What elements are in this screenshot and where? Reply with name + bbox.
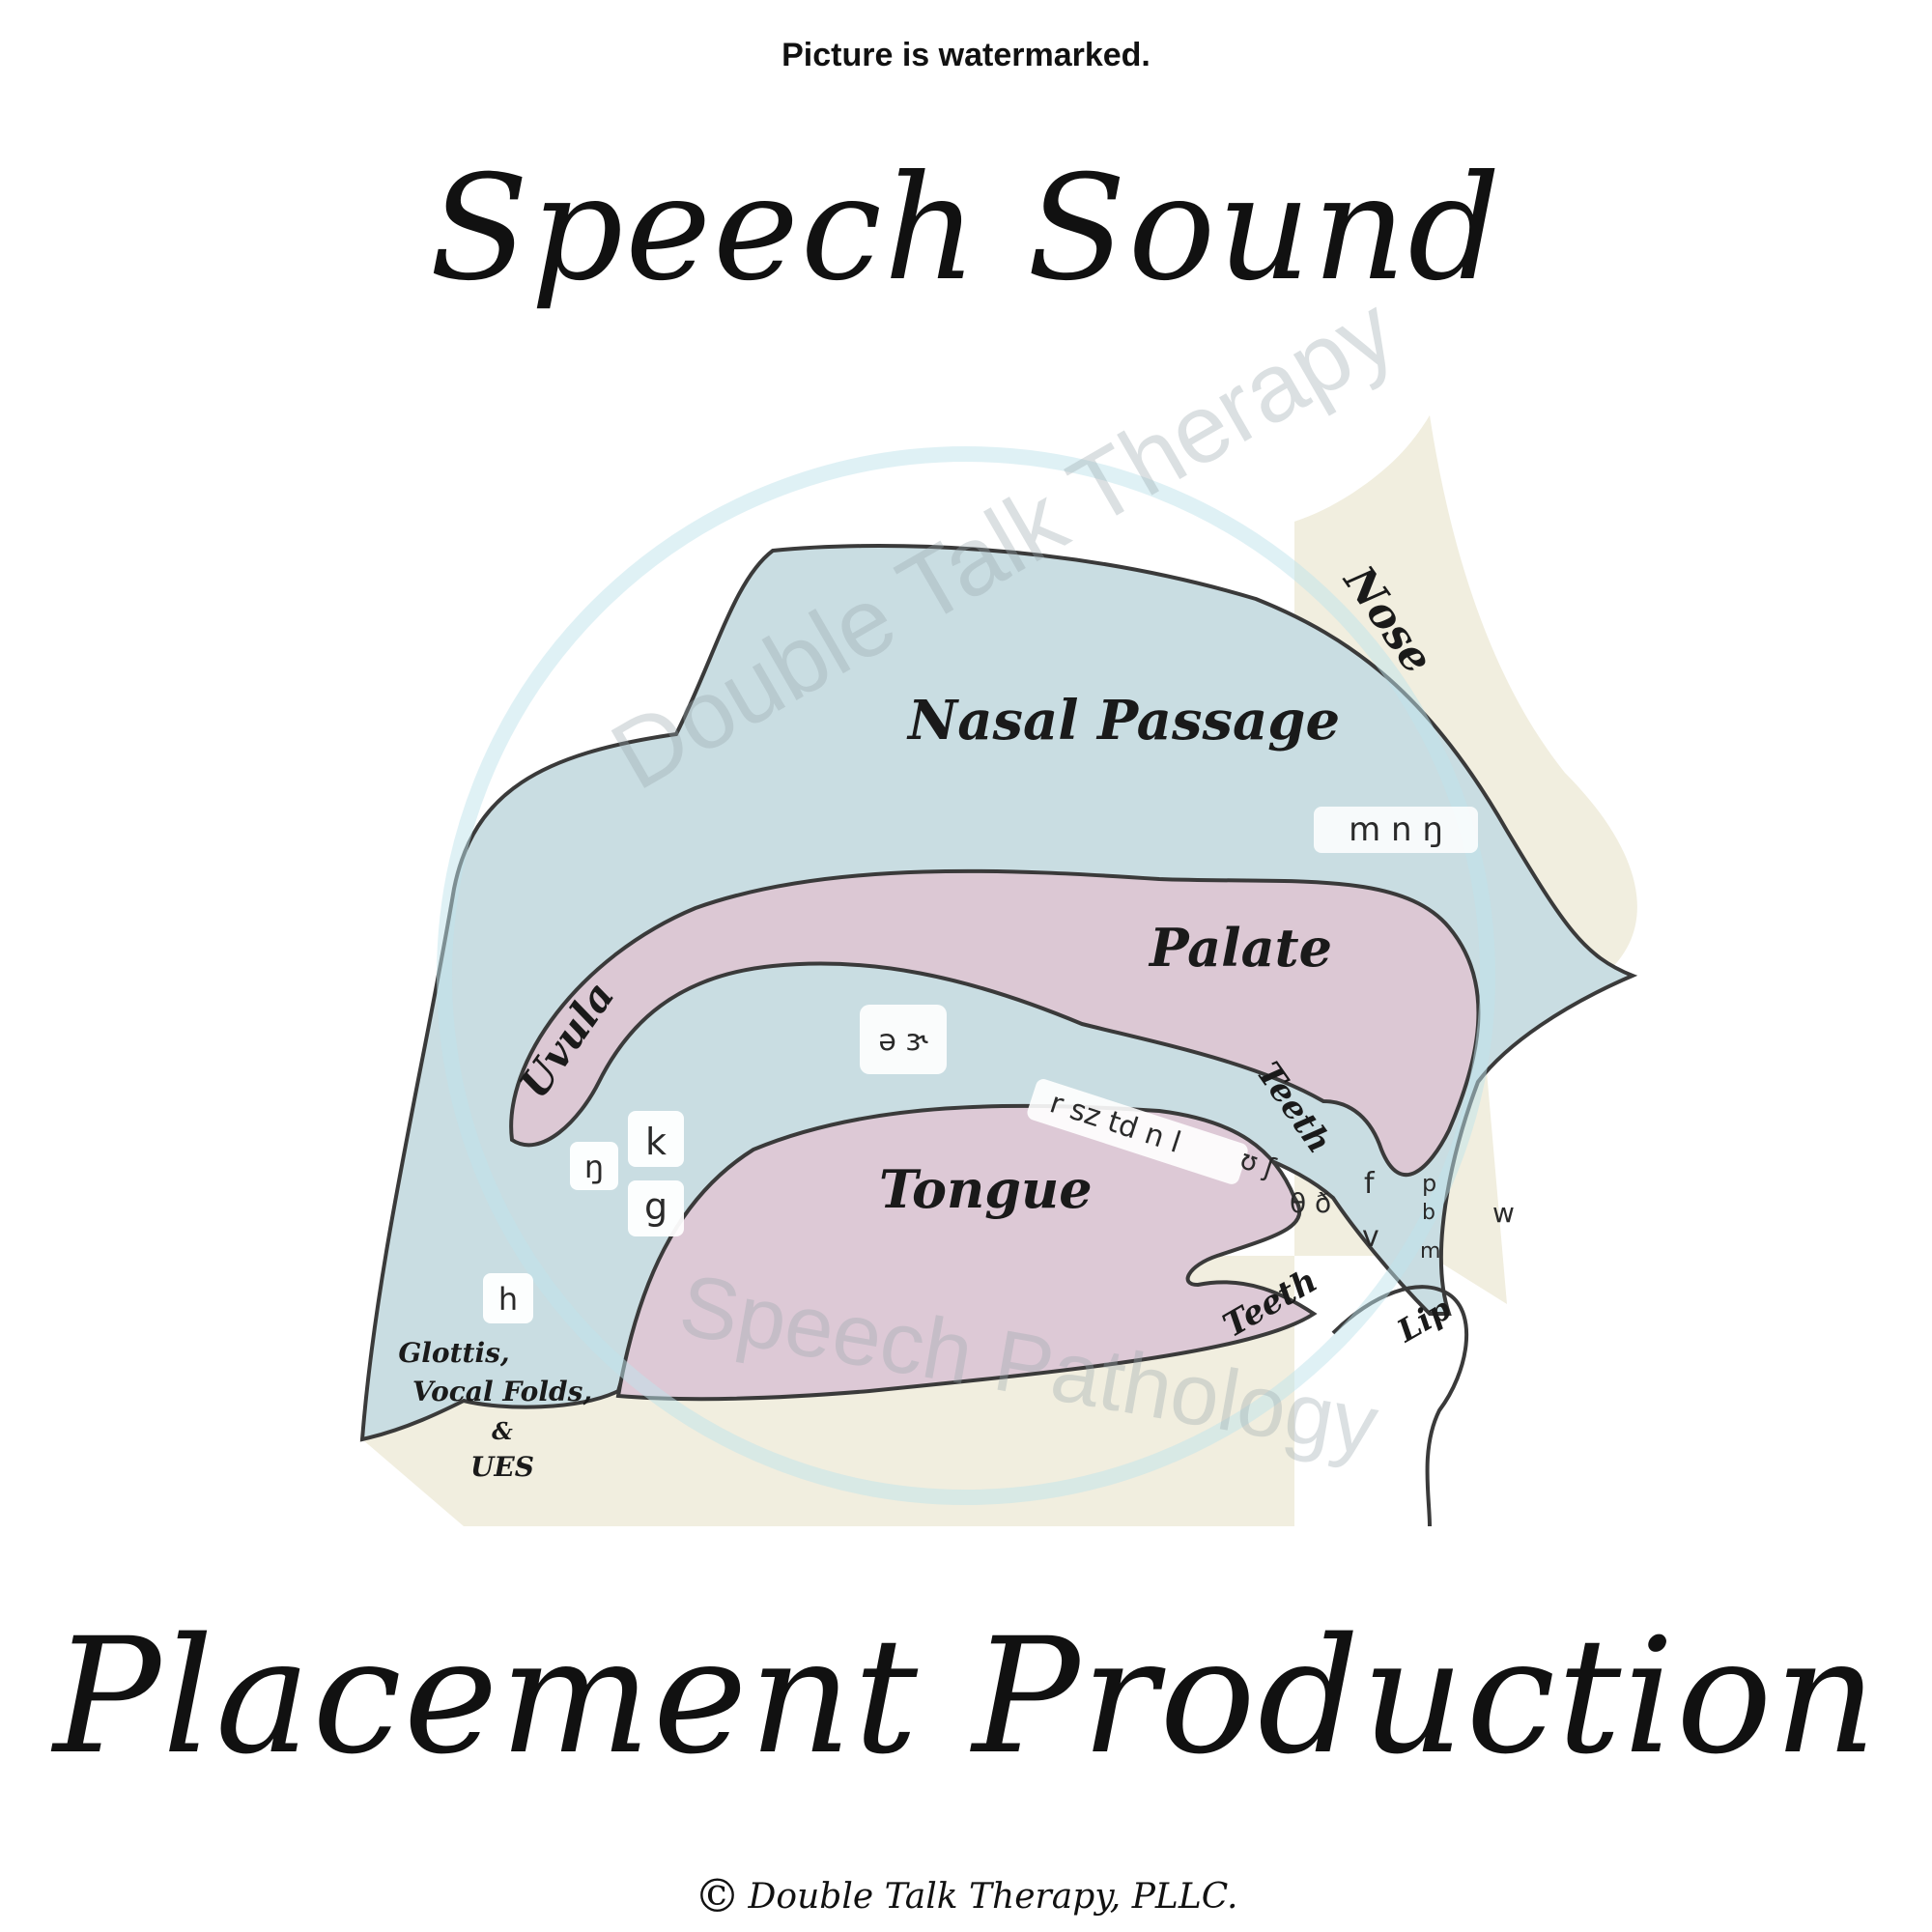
sound-velar-ng: ŋ bbox=[584, 1149, 604, 1185]
sound-schwa: ə ɝ bbox=[878, 1024, 928, 1058]
label-lip: Lip bbox=[1390, 1291, 1457, 1350]
label-glottis-3: & bbox=[492, 1417, 513, 1445]
copyright-icon: © bbox=[694, 1869, 741, 1923]
lip-outline bbox=[1331, 1285, 1469, 1527]
tile-glottal-h bbox=[483, 1273, 533, 1323]
tile-velar-g bbox=[628, 1180, 684, 1236]
sound-bilabial-b: b bbox=[1422, 1201, 1435, 1225]
sound-velar-g: g bbox=[644, 1185, 668, 1228]
sound-labiodental-f: f bbox=[1364, 1167, 1376, 1201]
sound-labial-w: w bbox=[1492, 1197, 1515, 1229]
title-top: Speech Sound bbox=[429, 145, 1503, 313]
palate-region bbox=[509, 868, 1481, 1177]
sound-bilabial-p: p bbox=[1422, 1170, 1436, 1197]
sound-velar-k: k bbox=[645, 1121, 667, 1163]
sound-glottal-h: h bbox=[498, 1281, 518, 1318]
label-glottis-4: UES bbox=[470, 1451, 534, 1483]
label-glottis-2: Vocal Folds, bbox=[412, 1376, 592, 1407]
label-tongue: Tongue bbox=[879, 1158, 1093, 1220]
title-bottom: Placement Production bbox=[53, 1604, 1879, 1789]
label-glottis-1: Glottis, bbox=[398, 1337, 509, 1369]
sound-dental: θ ð bbox=[1290, 1187, 1331, 1219]
watermark-ring bbox=[437, 446, 1495, 1505]
watermark-notice: Picture is watermarked. bbox=[781, 37, 1151, 73]
tile-schwa bbox=[860, 1005, 947, 1074]
tile-velar-ng bbox=[570, 1142, 618, 1190]
tile-velar-k bbox=[628, 1111, 684, 1167]
tile-alveolar bbox=[1027, 1079, 1248, 1184]
label-nasal-passage: Nasal Passage bbox=[906, 689, 1340, 753]
copyright-text: Double Talk Therapy, PLLC. bbox=[748, 1877, 1238, 1917]
sound-nasals: m n ŋ bbox=[1349, 810, 1443, 849]
sound-labiodental-v: v bbox=[1362, 1220, 1379, 1254]
nose-region bbox=[1294, 415, 1637, 976]
tongue-region bbox=[615, 1103, 1318, 1402]
label-palate: Palate bbox=[1148, 917, 1332, 979]
tile-nasals bbox=[1314, 807, 1478, 853]
copyright-line: ©Double Talk Therapy, PLLC. bbox=[0, 1869, 1932, 1923]
sound-bilabial-m: m bbox=[1420, 1239, 1440, 1264]
